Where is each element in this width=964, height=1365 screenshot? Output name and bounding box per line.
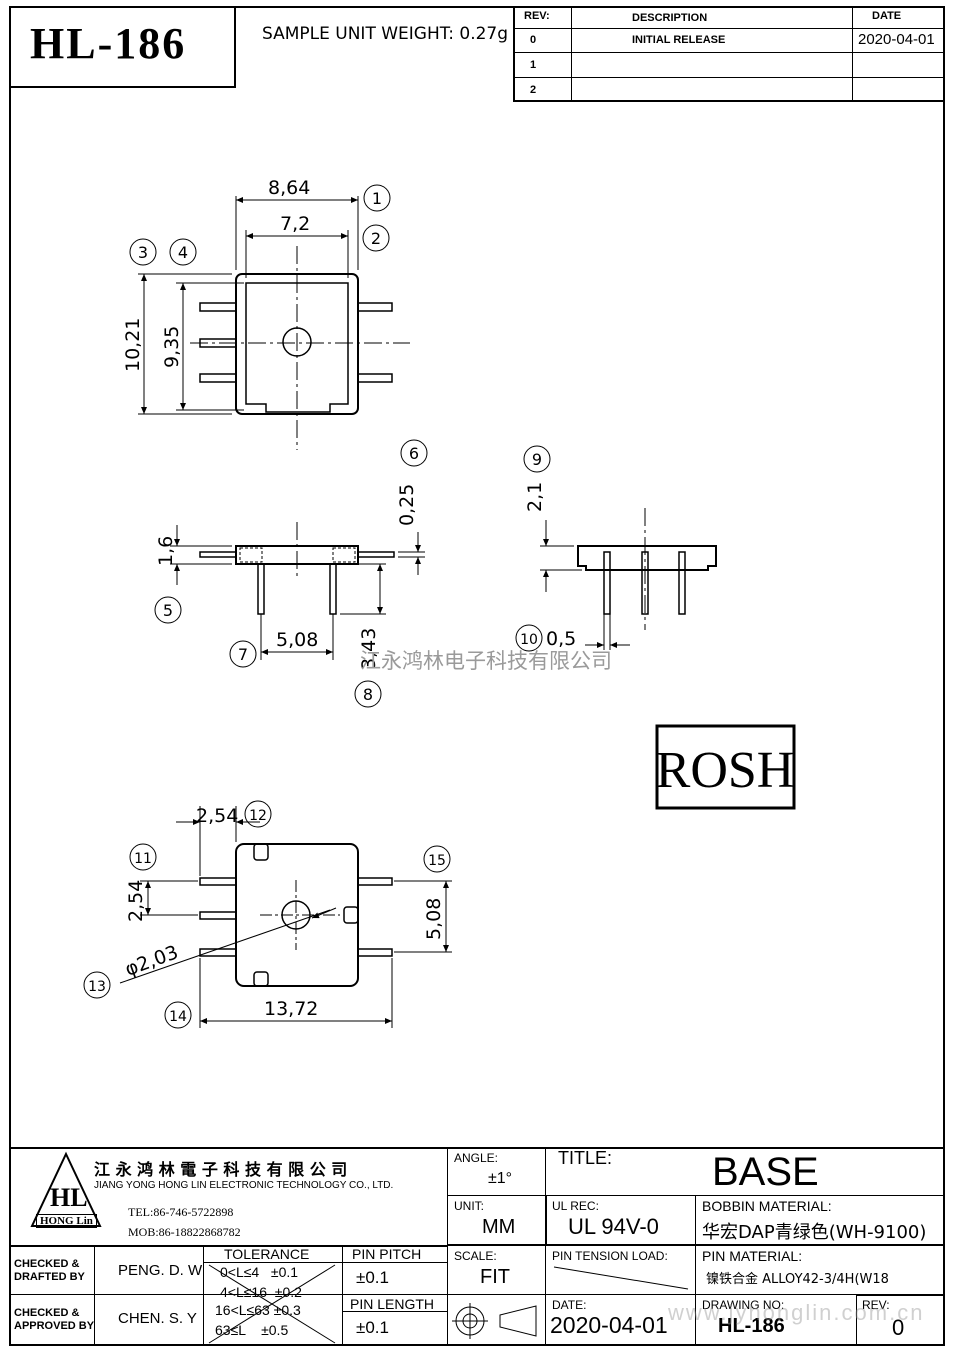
dim-side-flange: 0,25 [396,484,418,526]
balloon-2: 2 [371,229,381,248]
dim-top-inner-height: 9,35 [161,326,183,368]
balloon-11: 11 [134,851,152,867]
pin-material-label: PIN MATERIAL: [702,1248,803,1264]
drafter-name: PENG. D. W [118,1262,203,1279]
part-number-box [9,6,236,88]
unit-label: UNIT: [454,1199,484,1213]
dim-bottom-pitch: 2,54 [125,880,147,922]
tolerance-row-1: 0<L≤4 ±0.1 [220,1264,299,1280]
drawing-no-label: DRAWING NO: [702,1298,785,1312]
balloon-12: 12 [249,808,267,824]
checked-approved-line2: APPROVED BY [14,1320,95,1332]
dim-bottom-pin-offset: 2,54 [196,805,238,827]
drawing-no-value: HL-186 [718,1315,785,1337]
balloon-9: 9 [532,450,542,469]
watermark-url: www.jyhonglin.com.cn [668,1300,925,1325]
dim-bottom-hole: φ2,03 [122,941,181,980]
dim-end-pin-dia: 0,5 [546,628,576,650]
ul-value: UL 94V-0 [568,1214,659,1239]
rev-row-0-desc: INITIAL RELEASE [632,34,726,46]
scale-label: SCALE: [454,1249,497,1263]
rosh-mark: ROSH [656,742,795,799]
balloon-3: 3 [138,243,148,262]
dim-bottom-length: 13,72 [264,998,318,1020]
tolerance-row-2: 4<L≤16 ±0.2 [220,1284,302,1300]
checked-drafted-line1: CHECKED & [14,1258,80,1270]
tolerance-strike [208,1264,336,1344]
balloon-15: 15 [428,853,446,869]
scale-value: FIT [480,1266,510,1288]
rev-row-1-rev: 1 [530,59,537,71]
balloon-1: 1 [372,189,382,208]
angle-label: ANGLE: [454,1151,499,1165]
pin-tension-label: PIN TENSION LOAD: [552,1249,668,1263]
balloon-4: 4 [178,243,188,262]
pin-pitch-value: ±0.1 [356,1268,389,1287]
company-name-cn: 江 永 鸿 林 電 子 科 技 有 限 公 司 [94,1160,348,1179]
dim-side-pin-length: 3,43 [358,628,380,670]
dim-top-outer-width: 8,64 [268,177,310,199]
rev-row-2-rev: 2 [530,84,537,96]
company-name-en: JIANG YONG HONG LIN ELECTRONIC TECHNOLOG… [94,1180,394,1191]
angle-value: ±1° [488,1170,513,1187]
date-value: 2020-04-01 [550,1312,668,1338]
rev-label: REV: [862,1298,890,1312]
company-tel: TEL:86-746-5722898 [128,1205,234,1219]
logo-hl: HL [50,1183,88,1212]
dim-side-pin-spacing: 5,08 [276,629,318,651]
pin-material-value: 镍铁合金 ALLOY42-3/4H(W18 [706,1272,889,1287]
date-label: DATE: [552,1298,587,1312]
dim-top-outer-height: 10,21 [122,318,144,372]
pin-length-value: ±0.1 [356,1318,389,1337]
engineering-drawing: 8,64 7,2 10,21 9,35 1,6 0,25 5,08 3,43 2… [83,177,796,1029]
ul-label: UL REC: [552,1199,599,1213]
title-value: BASE [712,1150,819,1194]
pin-tension-empty-line [553,1266,689,1290]
end-view [540,508,717,650]
date-col-header: DATE [872,10,902,22]
balloon-14: 14 [169,1009,187,1025]
logo-hong-lin: HONG Lin [36,1214,97,1228]
company-mob: MOB:86-18822868782 [128,1225,241,1239]
balloon-circles [83,184,551,1029]
desc-col-header: DESCRIPTION [632,12,708,24]
company-logo [30,1151,102,1227]
balloon-10: 10 [520,632,538,648]
rev-row-0-rev: 0 [530,34,537,46]
balloon-6: 6 [409,444,419,463]
dim-bottom-span: 5,08 [423,898,445,940]
rev-col-header: REV: [524,10,550,22]
sample-weight: SAMPLE UNIT WEIGHT: 0.27g [262,24,509,44]
pin-length-label: PIN LENGTH [350,1296,435,1312]
tolerance-label: TOLERANCE [224,1246,310,1262]
dim-top-inner-width: 7,2 [280,213,310,235]
approver-name: CHEN. S. Y [118,1310,197,1327]
bobbin-material-value: 华宏DAP青绿色(WH-9100) [702,1222,927,1243]
checked-approved-line1: CHECKED & [14,1307,80,1319]
balloon-13: 13 [88,979,106,995]
dim-side-height: 1,6 [155,536,177,566]
top-view [138,196,410,450]
pin-pitch-label: PIN PITCH [352,1246,422,1262]
balloon-5: 5 [163,601,173,620]
balloon-7: 7 [238,645,248,664]
side-view [170,522,425,660]
watermark-company: 江永鸿林电子科技有限公司 [360,649,612,673]
projection-symbol [452,1303,537,1339]
bottom-view [119,806,452,1028]
rev-row-0-date: 2020-04-01 [858,31,935,48]
rev-value: 0 [892,1315,905,1340]
title-label: TITLE: [558,1148,613,1168]
bobbin-material-label: BOBBIN MATERIAL: [702,1198,832,1214]
dim-end-height: 2,1 [524,482,546,512]
checked-drafted-line2: DRAFTED BY [14,1271,85,1283]
balloon-8: 8 [363,685,373,704]
unit-value: MM [482,1216,516,1238]
part-number: HL-186 [30,19,187,68]
